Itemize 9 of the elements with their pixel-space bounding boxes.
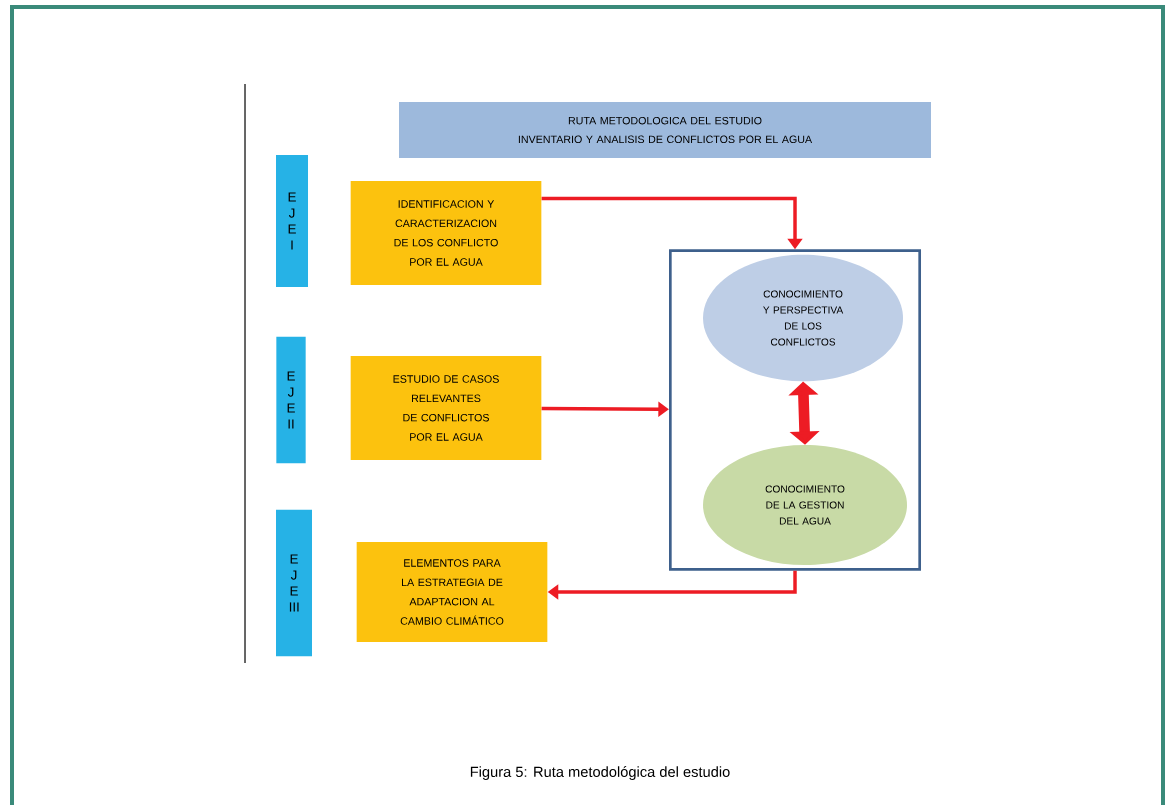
group-frame — [669, 249, 921, 571]
process-box: IDENTIFICACION Y CARACTERIZACION DE LOS CONFLICTO POR EL AGUA — [350, 181, 542, 285]
axis-bar: E J E II — [276, 336, 306, 464]
process-box: ELEMENTOS PARA LA ESTRATEGIA DE ADAPTACION AL CAMBIO CLIMÁTICO — [356, 542, 548, 642]
caption: Figura 5: Ruta metodológica del estudio — [470, 766, 730, 780]
axis-bar: E J E III — [276, 509, 312, 657]
axis-bar: E J E I — [276, 155, 308, 287]
process-box: ESTUDIO DE CASOS RELEVANTES DE CONFLICTOS POR EL AGUA — [350, 356, 542, 460]
title-band: RUTA METODOLOGICA DEL ESTUDIO INVENTARIO Y ANALISIS DE CONFLICTOS POR EL AGUA — [399, 102, 931, 158]
